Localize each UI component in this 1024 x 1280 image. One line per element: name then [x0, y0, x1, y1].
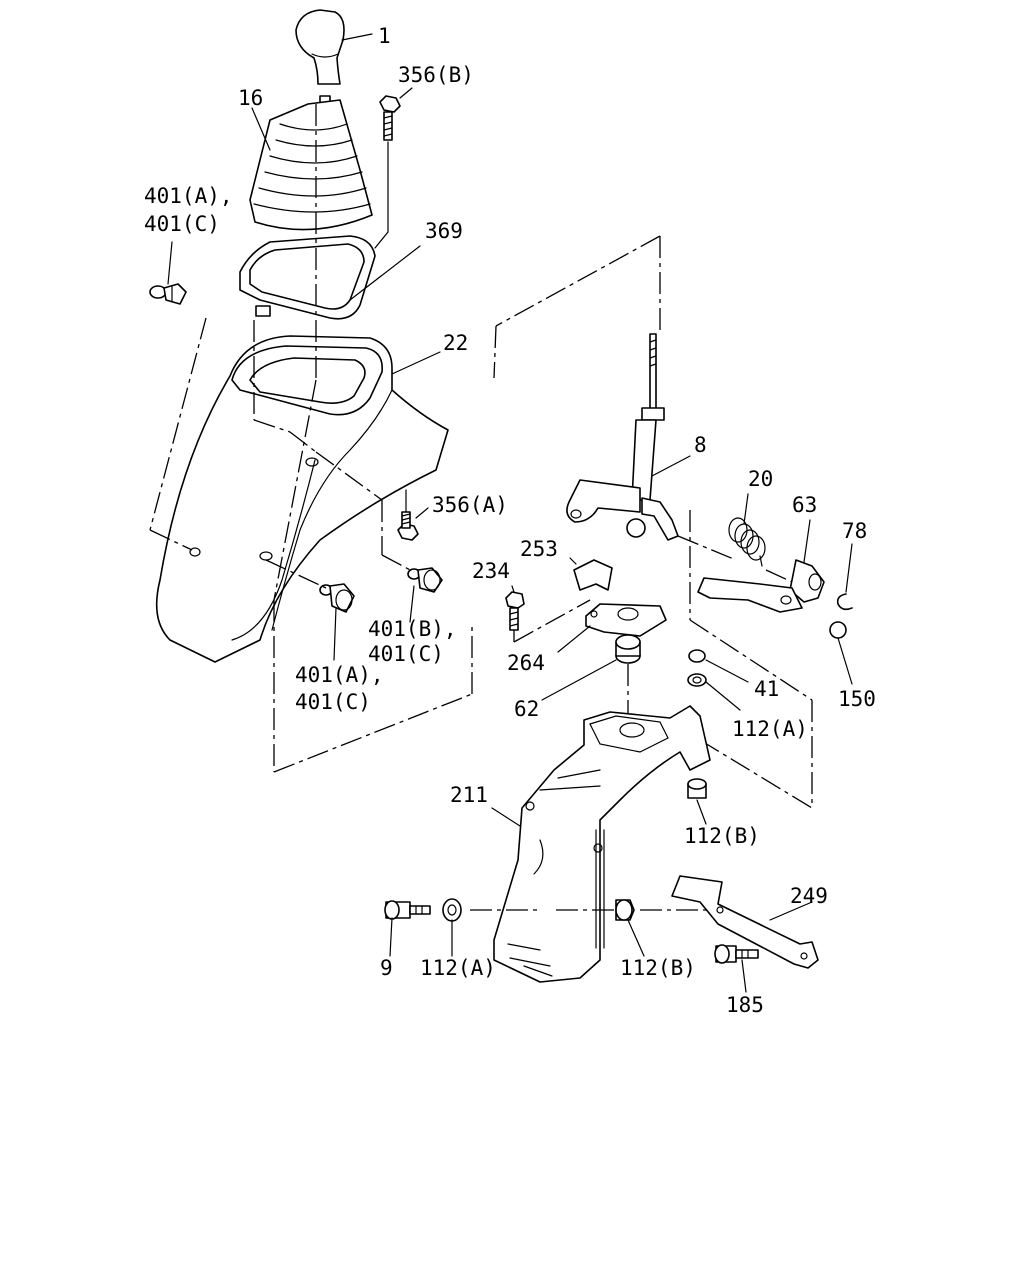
label-264: 264 [507, 651, 545, 675]
label-112b-top: 112(B) [684, 824, 760, 848]
label-150: 150 [838, 687, 876, 711]
stay-249 [671, 875, 819, 969]
bolt-185 [714, 944, 759, 964]
bolt-9 [384, 900, 431, 920]
label-112b-bottom: 112(B) [620, 956, 696, 980]
label-1: 1 [378, 24, 391, 48]
clip-401b [407, 567, 443, 593]
bolt-356a [397, 489, 419, 541]
label-8: 8 [694, 433, 707, 457]
label-22: 22 [443, 331, 468, 355]
clip-401a-upper [149, 283, 187, 305]
pin-150 [829, 621, 847, 639]
label-401a-upper: 401(A), [144, 184, 233, 208]
shift-boot [249, 99, 373, 231]
label-62: 62 [514, 697, 539, 721]
label-9: 9 [380, 956, 393, 980]
washer-112a-top [687, 673, 707, 687]
label-234: 234 [472, 559, 510, 583]
bush-62 [615, 634, 641, 724]
label-356a: 356(A) [432, 493, 508, 517]
label-211: 211 [450, 783, 488, 807]
label-401c-lower: 401(C) [295, 690, 371, 714]
label-78: 78 [842, 519, 867, 543]
spring-20 [728, 517, 766, 567]
cover-253 [573, 559, 613, 591]
label-401c-right: 401(C) [368, 642, 444, 666]
label-369: 369 [425, 219, 463, 243]
label-401b: 401(B), [368, 617, 457, 641]
bracket-211 [493, 705, 711, 983]
assembly-lines-left [149, 104, 473, 773]
plate-264 [585, 603, 667, 637]
bolt-234 [505, 591, 591, 643]
assembly-lines-right [677, 510, 813, 809]
label-41: 41 [754, 677, 779, 701]
nut-112b-bottom [615, 899, 635, 921]
callout-labels: 1 356(B) 16 401(A), 401(C) 369 22 8 20 6… [144, 24, 876, 1017]
shift-knob [295, 9, 345, 105]
label-16: 16 [238, 86, 263, 110]
label-356b: 356(B) [398, 63, 474, 87]
label-112a-bottom: 112(A) [420, 956, 496, 980]
label-112a-top: 112(A) [732, 717, 808, 741]
label-253: 253 [520, 537, 558, 561]
clip-78 [836, 593, 853, 611]
label-401c-upper: 401(C) [144, 212, 220, 236]
label-185: 185 [726, 993, 764, 1017]
nut-112b-top [687, 778, 707, 799]
console-cover [155, 335, 449, 663]
leader-lines [167, 33, 853, 993]
nut-41 [688, 649, 706, 663]
bolt-356b [374, 95, 401, 249]
label-63: 63 [792, 493, 817, 517]
boot-frame [239, 235, 376, 320]
label-401a-lower: 401(A), [295, 663, 384, 687]
label-249: 249 [790, 884, 828, 908]
washer-112a-bottom [442, 898, 462, 922]
lever-arm [697, 577, 803, 613]
clip-401a-lower [319, 583, 355, 613]
label-20: 20 [748, 467, 773, 491]
shift-lever [493, 235, 679, 541]
